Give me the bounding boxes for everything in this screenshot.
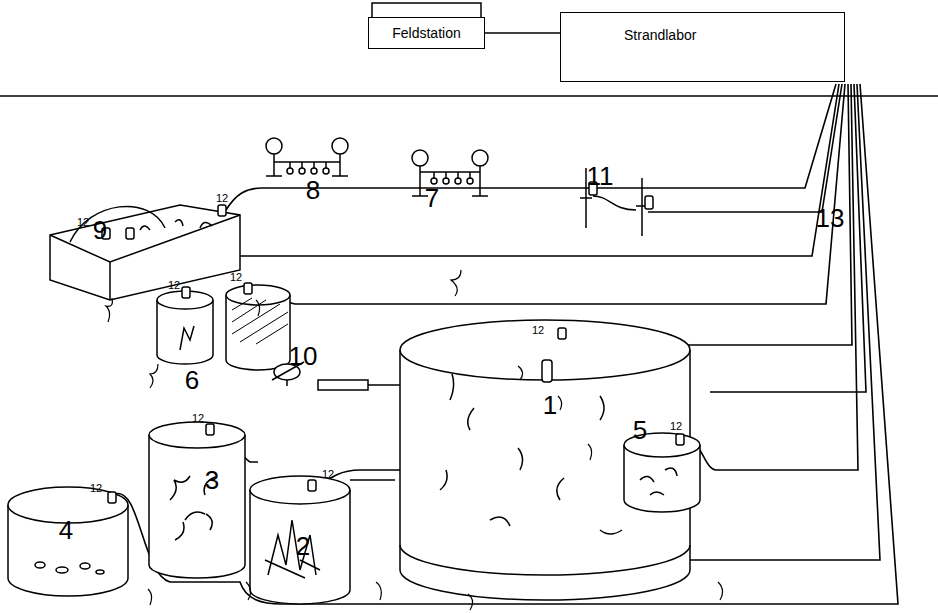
callout-number: 11: [587, 163, 614, 189]
station-label: Feldstation: [384, 23, 468, 43]
tank-5: [624, 433, 700, 512]
sensor-heads: [102, 205, 684, 503]
callout-number: 7: [425, 185, 439, 211]
station-box: Strandlabor: [560, 12, 845, 82]
tank-3: [149, 422, 245, 578]
callout-number: 8: [306, 177, 320, 203]
callout-number: 12: [230, 272, 242, 283]
buoy-line-8: [266, 138, 348, 176]
tank-4: [8, 487, 128, 596]
callout-number: 6: [185, 367, 199, 393]
seaweed: [106, 270, 723, 610]
tank-6: [157, 285, 290, 370]
water-surface: [0, 95, 938, 97]
callout-number: 1: [543, 392, 557, 418]
callout-number: 12: [322, 469, 334, 480]
callout-number: 3: [205, 467, 219, 493]
callout-number: 12: [168, 280, 180, 291]
callout-number: 13: [816, 205, 845, 231]
station-box: Feldstation: [368, 17, 485, 49]
buoy-line-7: [412, 150, 488, 196]
callout-number: 10: [289, 343, 318, 369]
connector-line: [485, 32, 560, 34]
callout-number: 12: [77, 217, 89, 228]
container-9: [50, 205, 240, 300]
callout-number: 12: [532, 325, 544, 336]
callout-number: 12: [216, 193, 228, 204]
callout-number: 2: [296, 533, 310, 559]
callout-number: 4: [59, 517, 73, 543]
station-label: Strandlabor: [616, 25, 704, 45]
tank-2: [250, 476, 350, 604]
callout-number: 9: [93, 217, 107, 243]
hose-bundle: [115, 84, 898, 604]
callout-number: 12: [192, 413, 204, 424]
callout-number: 12: [670, 421, 682, 432]
callout-number: 5: [633, 417, 647, 443]
callout-number: 12: [90, 483, 102, 494]
station-roof: [372, 3, 481, 18]
